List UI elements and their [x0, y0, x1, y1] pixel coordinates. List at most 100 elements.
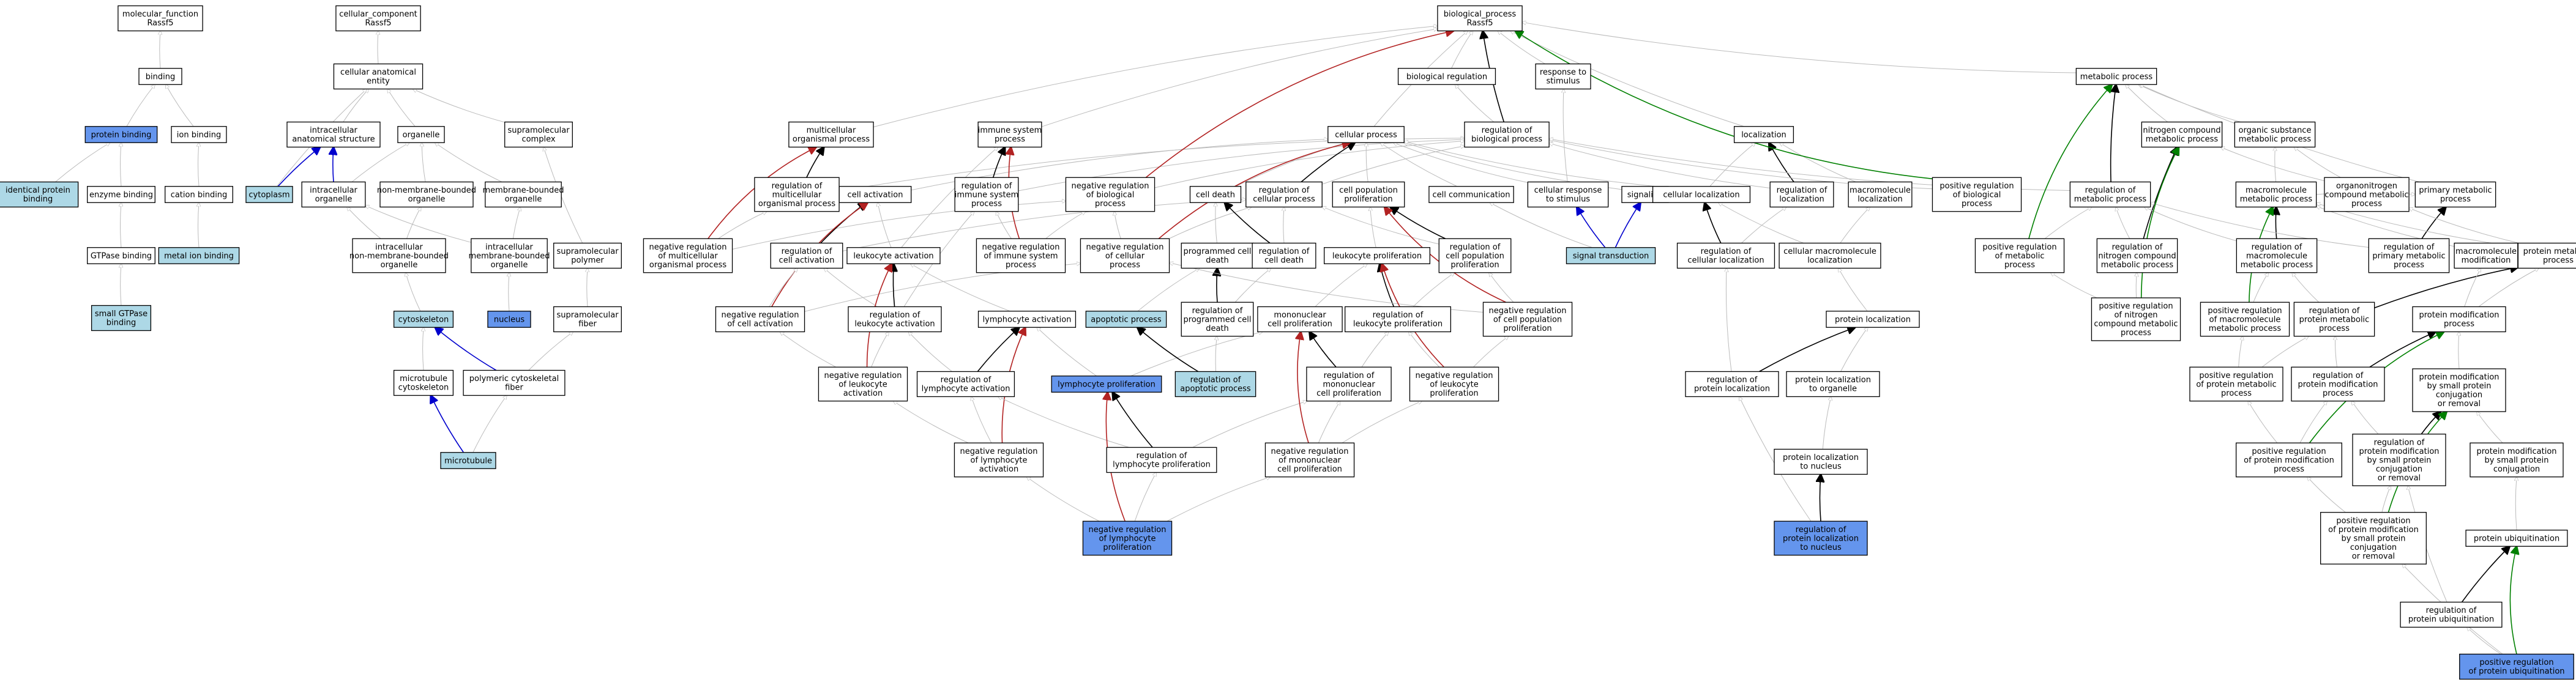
go-term-node[interactable]: biological regulation [1397, 68, 1496, 85]
go-term-node[interactable]: cell activation [838, 186, 912, 203]
go-term-node[interactable]: metabolic process [2075, 68, 2157, 85]
go-term-node[interactable]: nucleus [487, 311, 531, 328]
go-term-node[interactable]: protein localization [1826, 311, 1920, 328]
go-term-node[interactable]: binding [138, 68, 182, 85]
go-term-node[interactable]: cytoplasm [245, 186, 293, 203]
go-term-node[interactable]: apoptotic process [1085, 311, 1167, 328]
go-term-node[interactable]: ion binding [171, 126, 227, 143]
go-term-node[interactable]: cell death [1189, 186, 1242, 203]
go-term-node[interactable]: lymphocyte proliferation [1051, 376, 1162, 393]
go-term-node[interactable]: localization [1733, 126, 1794, 143]
go-term-node[interactable]: cation binding [165, 186, 233, 203]
go-term-node[interactable]: protein binding [84, 126, 158, 143]
go-term-node[interactable]: leukocyte proliferation [1323, 247, 1430, 264]
go-term-node[interactable]: cell communication [1428, 186, 1514, 203]
go-term-node[interactable]: cellular localization [1652, 186, 1751, 203]
go-term-node[interactable]: lymphocyte activation [977, 311, 1077, 328]
go-term-node[interactable]: organelle [397, 126, 445, 143]
go-term-node[interactable]: microtubule [440, 452, 496, 469]
go-term-node[interactable]: cellular process [1327, 126, 1405, 143]
go-term-node[interactable]: protein ubiquitination [2465, 530, 2568, 547]
go-term-node[interactable]: signal transduction [1566, 247, 1656, 264]
go-term-node[interactable]: enzyme binding [87, 186, 155, 203]
go-term-node[interactable]: GTPase binding [87, 247, 155, 264]
go-term-node[interactable]: intracellularnon-membrane-boundedorganel… [349, 238, 449, 273]
go-term-node[interactable]: metal ion binding [158, 247, 240, 264]
